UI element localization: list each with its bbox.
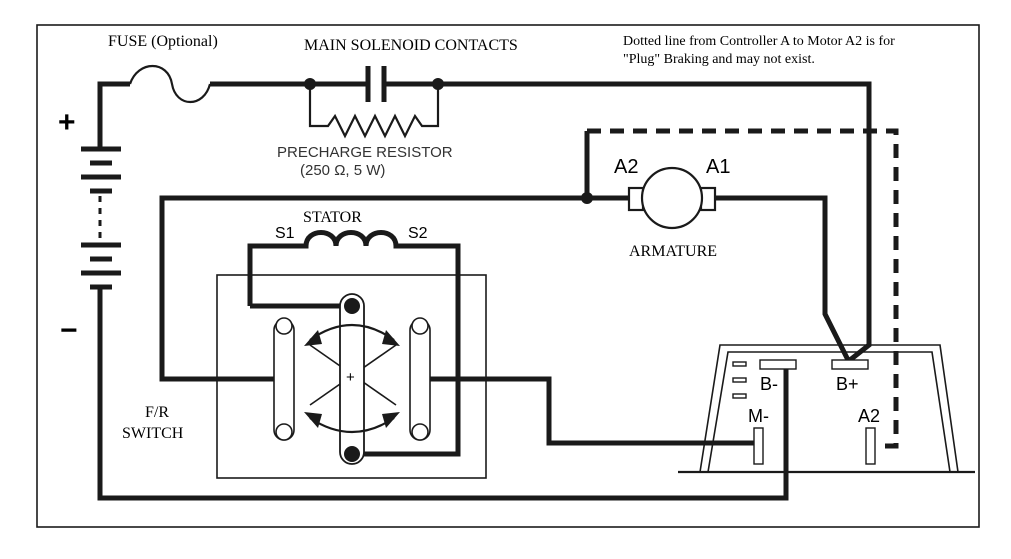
precharge-resistor-value: (250 Ω, 5 W) xyxy=(300,162,385,179)
motor-a2-label: A2 xyxy=(614,156,638,178)
battery-minus-label: − xyxy=(60,314,78,347)
b-plus-terminal xyxy=(831,359,869,370)
negative-wire xyxy=(97,287,789,501)
fuse-symbol xyxy=(128,65,212,103)
plug-braking-note-line1: Dotted line from Controller A to Motor A… xyxy=(623,34,895,49)
motor-a1-label: A1 xyxy=(706,156,730,178)
precharge-resistor-label: PRECHARGE RESISTOR xyxy=(277,144,453,161)
s2-label: S2 xyxy=(408,225,428,242)
armature-motor xyxy=(587,166,851,362)
controller-a2-label: A2 xyxy=(858,406,880,426)
s1-label: S1 xyxy=(275,225,295,242)
battery-plus-label: + xyxy=(58,106,76,139)
fr-switch-contacts xyxy=(273,293,431,465)
plug-braking-dashed-line xyxy=(587,128,899,449)
stator-label: STATOR xyxy=(303,209,362,226)
switch-to-m-minus-wire xyxy=(430,376,756,446)
plug-braking-note-line2: "Plug" Braking and may not exist. xyxy=(623,52,815,67)
armature-label: ARMATURE xyxy=(629,243,717,260)
switch-center-plus: + xyxy=(346,369,355,386)
main-solenoid-label: MAIN SOLENOID CONTACTS xyxy=(304,37,518,54)
m-minus-terminal xyxy=(753,427,764,465)
controller-body xyxy=(678,344,975,474)
battery xyxy=(81,146,121,290)
a2-terminal xyxy=(865,427,876,465)
controller-m-minus-label: M- xyxy=(748,406,769,426)
diagram-frame xyxy=(36,24,980,528)
fr-switch-label-line1: F/R xyxy=(145,404,169,421)
a2-to-switch-wire xyxy=(159,195,587,382)
rotation-arrows xyxy=(304,323,400,434)
fuse-label: FUSE (Optional) xyxy=(108,33,218,50)
positive-wire xyxy=(97,81,130,149)
precharge-resistor xyxy=(308,84,440,139)
stator-coil xyxy=(247,230,461,457)
fr-switch-label-line2: SWITCH xyxy=(122,425,184,442)
controller-b-plus-label: B+ xyxy=(836,374,859,394)
b-minus-terminal xyxy=(759,359,797,370)
controller-b-minus-label: B- xyxy=(760,374,778,394)
